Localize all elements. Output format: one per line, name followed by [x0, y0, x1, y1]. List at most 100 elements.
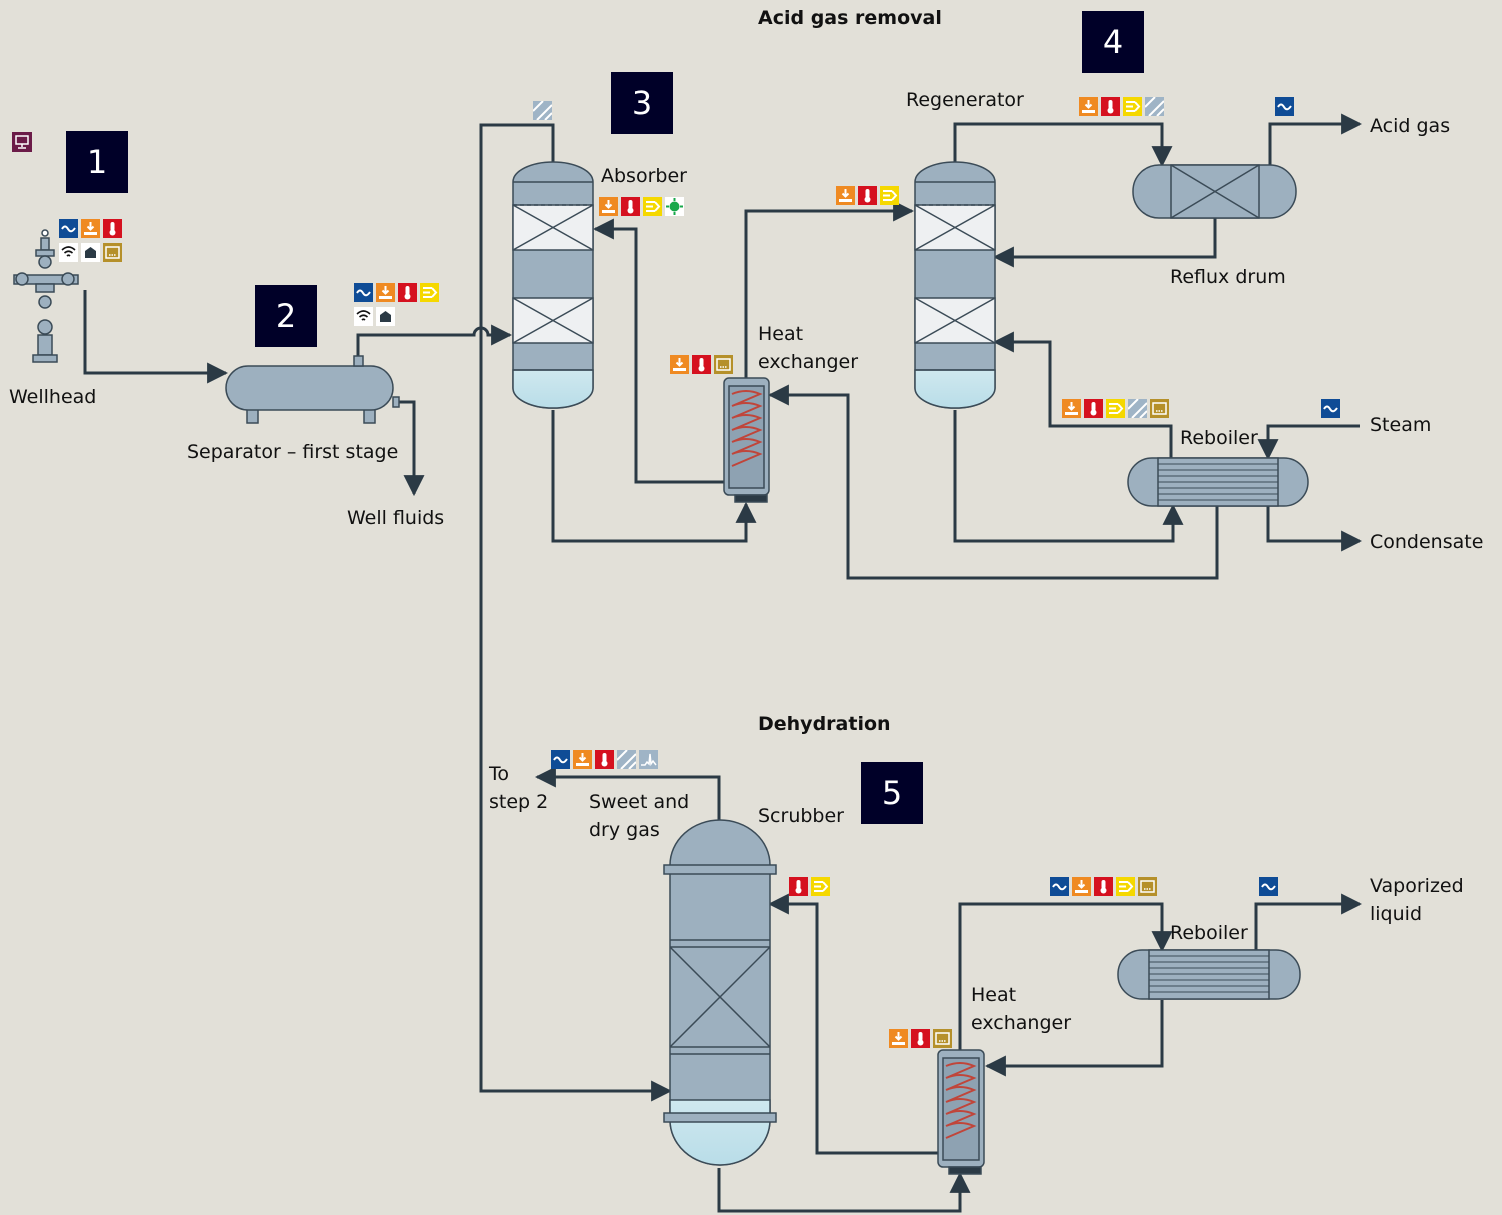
label-sweet-dry-gas-line1: Sweet and: [589, 791, 690, 813]
pipe-separator-wellfluids: [395, 400, 425, 497]
monitor-icon[interactable]: [12, 132, 32, 152]
label-condensate: Condensate: [1370, 531, 1484, 553]
icon-bar-reboiler-bottom-inlet: [1050, 877, 1157, 896]
pressure-icon[interactable]: [1123, 97, 1142, 116]
level-icon[interactable]: [1079, 97, 1098, 116]
temperature-icon[interactable]: [911, 1029, 930, 1048]
pipe-reboiler-hx: [767, 384, 1219, 580]
label-well-fluids: Well fluids: [347, 507, 445, 529]
label-absorber: Absorber: [601, 165, 687, 187]
temperature-icon[interactable]: [789, 877, 808, 896]
label-vaporized-line1: Vaporized: [1370, 875, 1464, 897]
level-icon[interactable]: [1072, 877, 1091, 896]
pipe-absorber-bottom-hx: [551, 410, 757, 543]
icon-bar-regenerator-inlet: [836, 186, 899, 205]
pipe-hx-absorber: [592, 218, 724, 484]
temperature-icon[interactable]: [1101, 97, 1120, 116]
flow-icon[interactable]: [551, 750, 570, 769]
temperature-icon[interactable]: [692, 355, 711, 374]
icon-bar-wellhead-2: [59, 243, 122, 262]
analyzer-icon[interactable]: [617, 750, 636, 769]
display-icon[interactable]: [714, 355, 733, 374]
level-icon[interactable]: [889, 1029, 908, 1048]
regenerator-column: [914, 161, 996, 409]
wellhead-graphic: [13, 229, 79, 363]
temperature-icon[interactable]: [103, 219, 122, 238]
flow-icon[interactable]: [1321, 399, 1340, 418]
level-icon[interactable]: [670, 355, 689, 374]
temperature-icon[interactable]: [1084, 399, 1103, 418]
level-icon[interactable]: [599, 197, 618, 216]
pressure-icon[interactable]: [880, 186, 899, 205]
step-badge-1[interactable]: 1: [66, 131, 128, 193]
temperature-icon[interactable]: [621, 197, 640, 216]
pipes: [83, 113, 1363, 1213]
label-heat-exchanger-top-1: Heat: [758, 323, 804, 345]
pressure-icon[interactable]: [643, 197, 662, 216]
pressure-icon[interactable]: [1106, 399, 1125, 418]
pipe-separator-absorber: [356, 324, 513, 360]
reflux-drum: [1132, 164, 1297, 219]
label-regenerator: Regenerator: [906, 89, 1024, 111]
pressure-icon[interactable]: [1116, 877, 1135, 896]
label-reboiler-top: Reboiler: [1180, 427, 1258, 449]
step-badge-4[interactable]: 4: [1082, 11, 1144, 73]
gateway-icon[interactable]: [81, 243, 100, 262]
reboiler-top-vessel: [1127, 457, 1309, 507]
flow-icon[interactable]: [1275, 97, 1294, 116]
pipe-wellhead-separator: [83, 290, 229, 384]
level-icon[interactable]: [573, 750, 592, 769]
label-reflux-drum: Reflux drum: [1170, 266, 1286, 288]
pressure-icon[interactable]: [811, 877, 830, 896]
level-icon[interactable]: [1062, 399, 1081, 418]
flow-icon[interactable]: [1259, 877, 1278, 896]
wireless-icon[interactable]: [354, 307, 373, 326]
heat-exchanger-bottom-vessel: [937, 1049, 985, 1175]
label-to-step-2-line1: To: [489, 763, 510, 785]
pipe-reboiler-hx-return: [984, 1000, 1164, 1077]
valve-positioner-icon[interactable]: [665, 197, 684, 216]
icon-bar-wellhead-1: [59, 219, 122, 238]
step-badge-5[interactable]: 5: [861, 762, 923, 824]
icon-bar-separator-2: [354, 307, 395, 326]
flow-icon[interactable]: [1050, 877, 1069, 896]
display-icon[interactable]: [103, 243, 122, 262]
temperature-icon[interactable]: [1094, 877, 1113, 896]
pipe-reflux-return: [992, 218, 1217, 268]
step-badge-2[interactable]: 2: [255, 285, 317, 347]
step-badge-3[interactable]: 3: [611, 72, 673, 134]
display-icon[interactable]: [1150, 399, 1169, 418]
spectrum-icon[interactable]: [639, 750, 658, 769]
label-heat-exchanger-bottom-1: Heat: [971, 984, 1017, 1006]
temperature-icon[interactable]: [595, 750, 614, 769]
icon-bar-heat-exchanger-top: [670, 355, 733, 374]
analyzer-icon[interactable]: [1145, 97, 1164, 116]
temperature-icon[interactable]: [858, 186, 877, 205]
flow-icon[interactable]: [354, 283, 373, 302]
wireless-icon[interactable]: [59, 243, 78, 262]
level-icon[interactable]: [836, 186, 855, 205]
icon-bar-scrubber-inlet: [789, 877, 830, 896]
pipe-scrubber-top: [534, 766, 721, 820]
pipe-hx-reboiler: [958, 902, 1173, 1050]
label-to-step-2-line2: step 2: [489, 791, 549, 813]
label-wellhead: Wellhead: [9, 386, 97, 408]
analyzer-icon[interactable]: [1128, 399, 1147, 418]
display-icon[interactable]: [933, 1029, 952, 1048]
level-icon[interactable]: [81, 219, 100, 238]
label-reboiler-bottom: Reboiler: [1170, 922, 1248, 944]
gateway-icon[interactable]: [376, 307, 395, 326]
flow-icon[interactable]: [59, 219, 78, 238]
display-icon[interactable]: [1138, 877, 1157, 896]
pipe-reflux-acidgas: [1268, 113, 1363, 165]
icon-bar-steam: [1321, 399, 1340, 418]
icon-bar-separator-1: [354, 283, 439, 302]
temperature-icon[interactable]: [398, 283, 417, 302]
heat-exchanger-top-vessel: [723, 377, 770, 503]
analyzer-icon[interactable]: [533, 101, 552, 120]
pipe-regen-reboiler: [953, 410, 1184, 543]
pressure-icon[interactable]: [420, 283, 439, 302]
label-scrubber: Scrubber: [758, 805, 844, 827]
level-icon[interactable]: [376, 283, 395, 302]
